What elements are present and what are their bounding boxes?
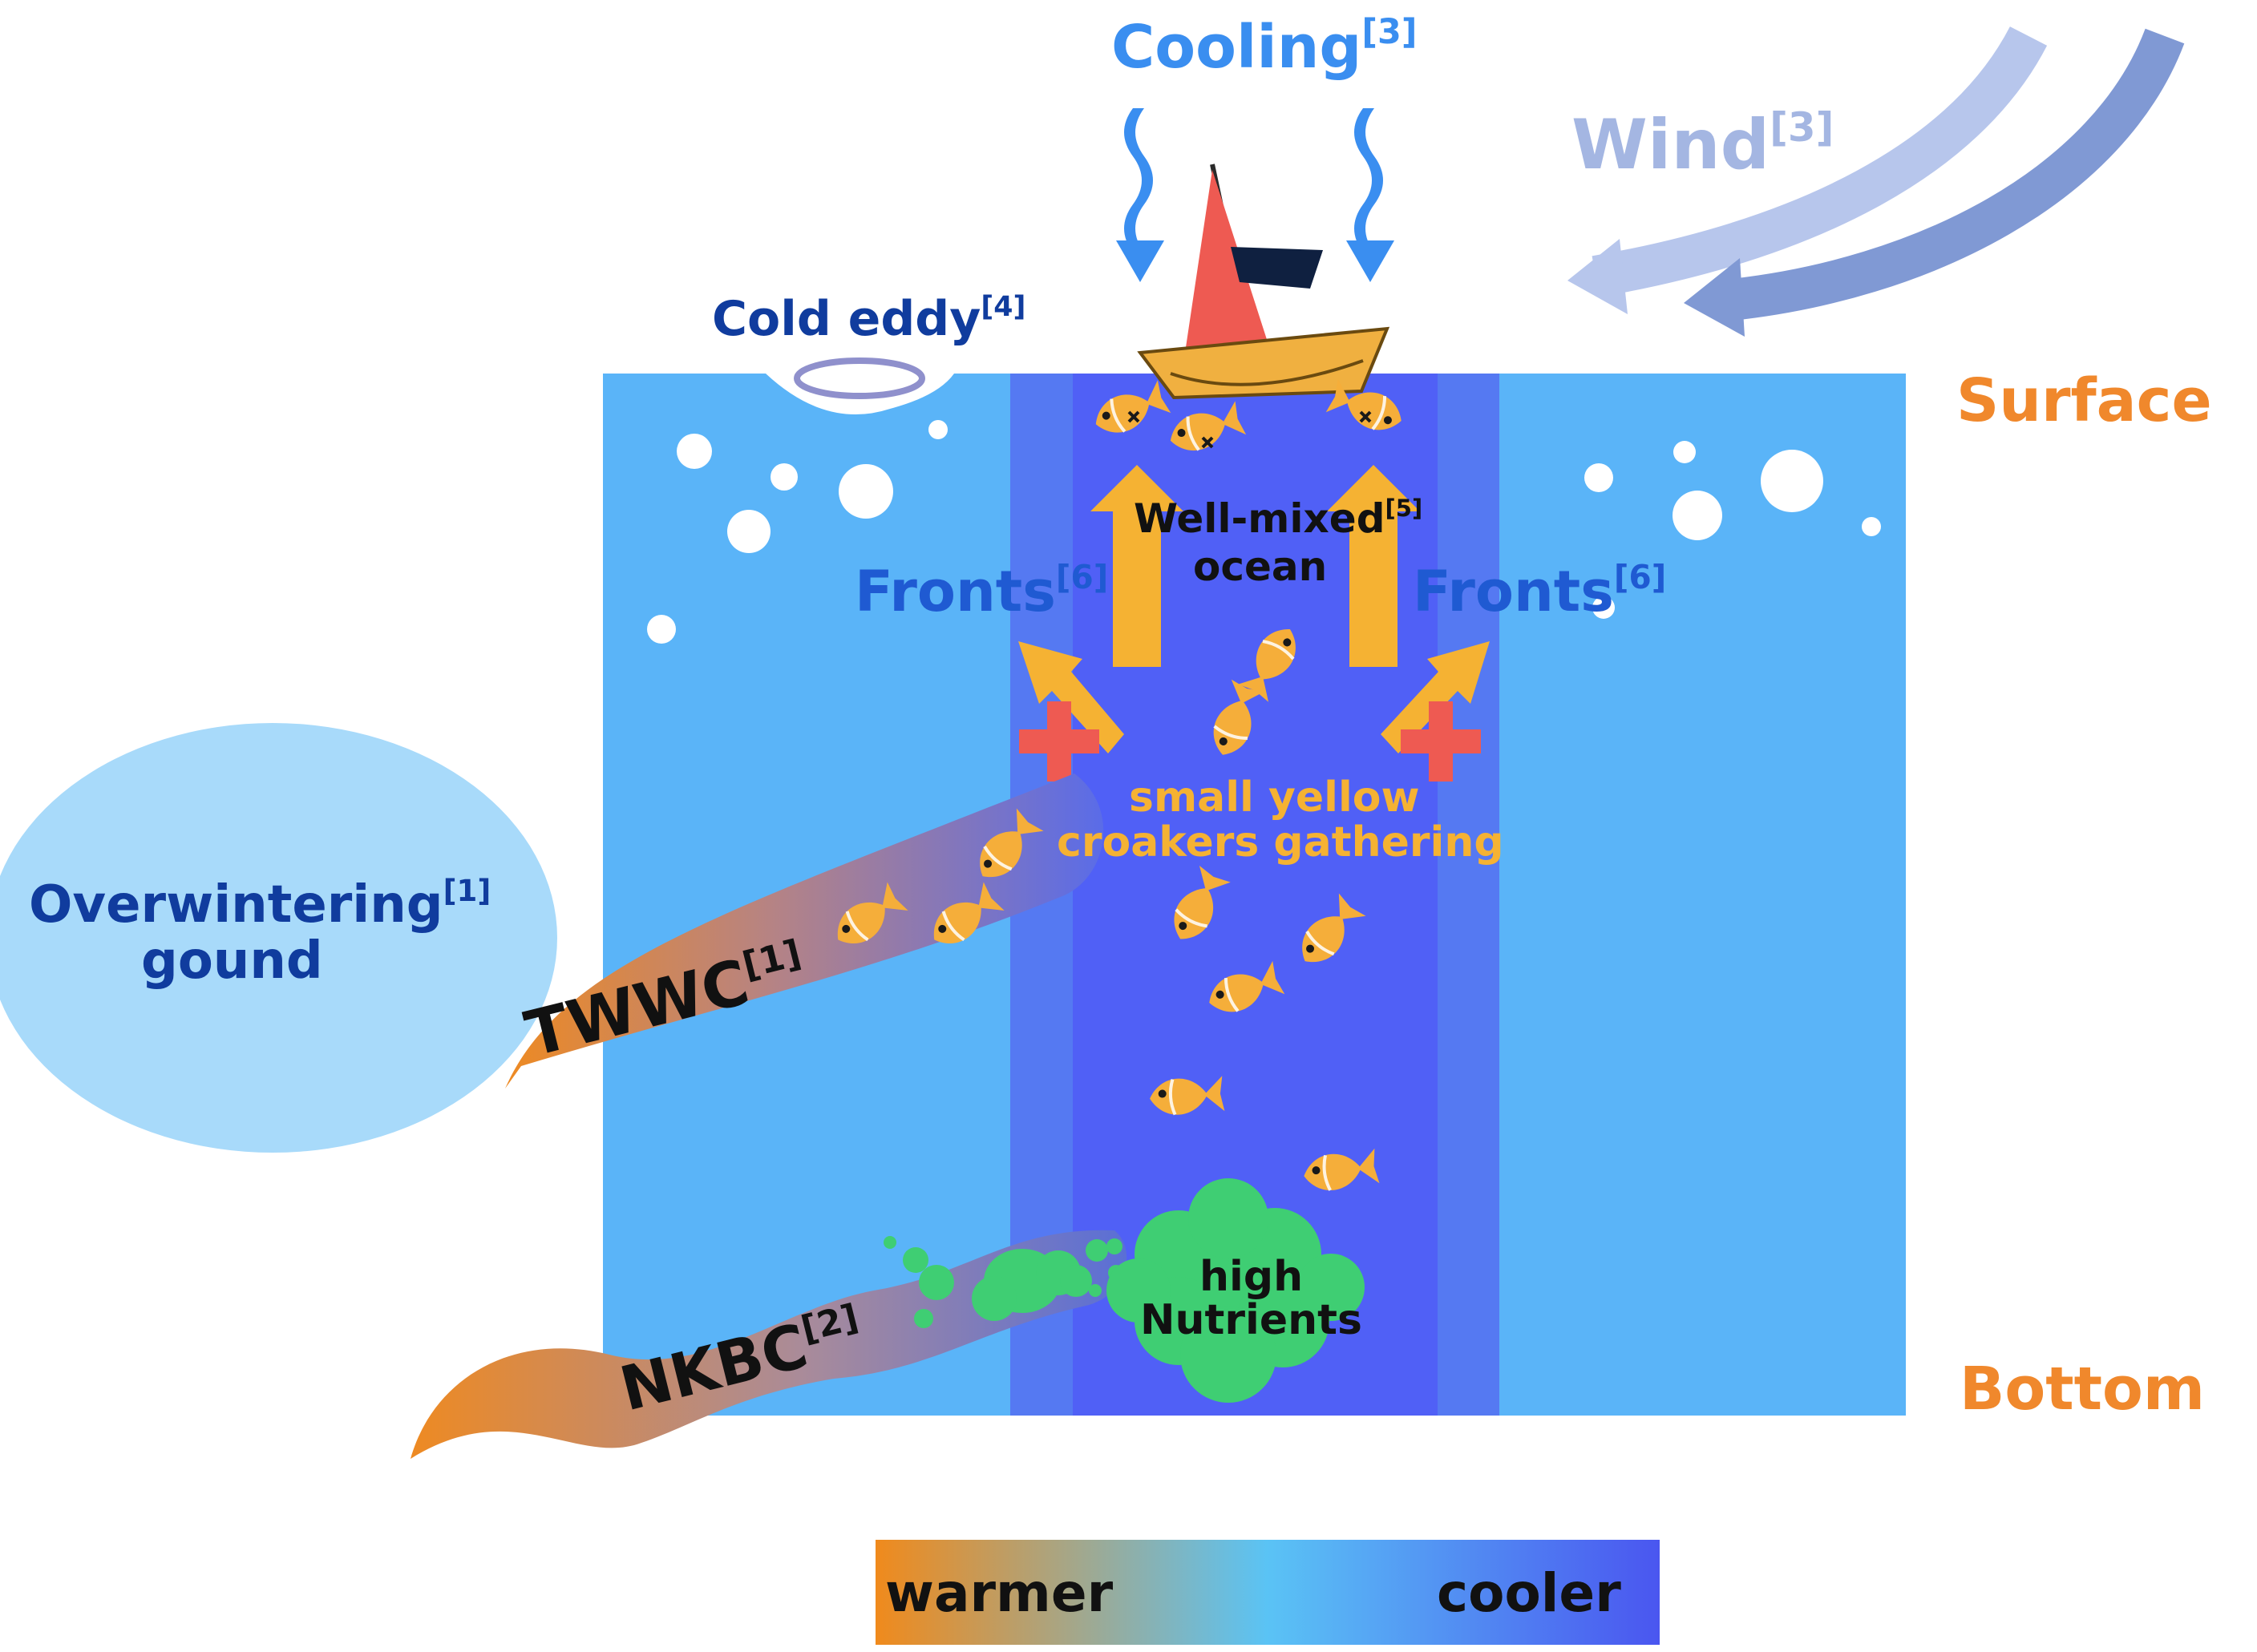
nutrients-label: high — [1199, 1253, 1303, 1301]
fronts-right-label: Fronts[6] — [1413, 558, 1666, 624]
fronts-arrow-icon — [1018, 641, 1490, 753]
cold-eddy-icon — [794, 357, 925, 399]
nutrient-cloud-icon — [884, 1178, 1365, 1403]
well-mixed-label-2: ocean — [1193, 543, 1327, 590]
nutrients-label-2: Nutrients — [1140, 1296, 1362, 1344]
cooling-wave-icon — [1116, 108, 1394, 282]
overwintering-label: Overwintering[1] — [29, 874, 491, 935]
cold-eddy-label: Cold eddy[4] — [712, 291, 1025, 347]
wind-arrow-icon — [1567, 26, 2185, 337]
bubble-icon — [647, 420, 1881, 644]
dead-fish-mark — [1127, 410, 1372, 449]
gathering-label-2: croakers gathering — [1057, 818, 1504, 866]
legend-warmer-label: warmer — [885, 1562, 1114, 1624]
legend-bar — [876, 1540, 1660, 1645]
wind-label: Wind[3] — [1571, 104, 1834, 185]
bottom-label: Bottom — [1960, 1355, 2205, 1424]
fronts-left-label: Fronts[6] — [855, 558, 1108, 624]
overwintering-ground — [0, 723, 557, 1153]
well-mixed-label: Well-mixed[5] — [1134, 495, 1422, 542]
surface-label: Surface — [1956, 366, 2212, 435]
twwc-current — [505, 773, 1104, 1089]
cross-icon — [1019, 701, 1481, 782]
upward-arrow-icon — [1090, 465, 1420, 667]
boat-icon — [1137, 164, 1390, 400]
overwintering-label-2: gound — [141, 931, 323, 991]
cooling-label: Cooling[3] — [1111, 12, 1417, 82]
legend-cooler-label: cooler — [1437, 1562, 1621, 1624]
gathering-label: small yellow — [1129, 773, 1420, 822]
